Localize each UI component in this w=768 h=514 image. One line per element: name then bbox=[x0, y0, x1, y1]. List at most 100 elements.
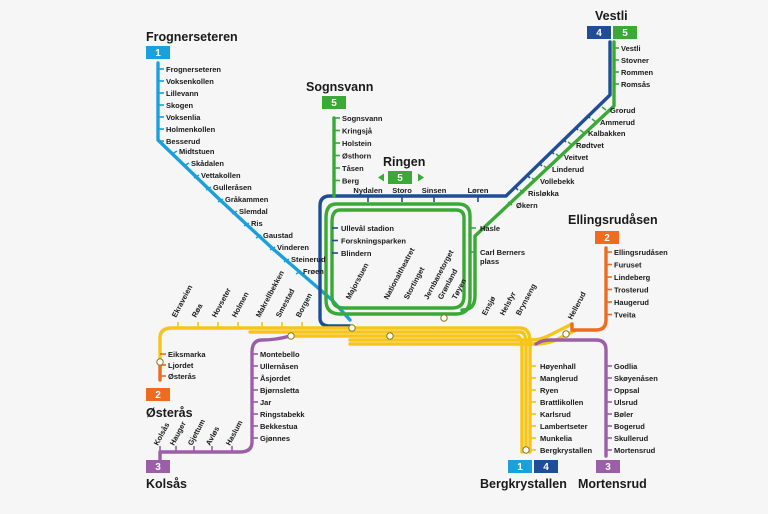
station-brattlikollen: Brattlikollen bbox=[540, 398, 584, 407]
station-steinerud: Steinerud bbox=[291, 255, 326, 264]
station-bergkrystallen: Bergkrystallen bbox=[540, 446, 593, 455]
station-bj-rnsletta: Bjørnsletta bbox=[260, 386, 300, 395]
tick-ammerud bbox=[591, 118, 597, 123]
station-ryen: Ryen bbox=[540, 386, 559, 395]
station-ska-dalen: Skådalen bbox=[191, 159, 224, 168]
station-rommen: Rommen bbox=[621, 68, 654, 77]
station-r-dtvet: Rødtvet bbox=[576, 141, 604, 150]
terminus-sognsvann: Sognsvann bbox=[306, 80, 373, 94]
station-labels: FrognerseterenVoksenkollenLillevannSkoge… bbox=[152, 44, 668, 455]
station-besserud: Besserud bbox=[166, 137, 201, 146]
ring-arrow-left-icon bbox=[378, 173, 384, 182]
station-kalbakken: Kalbakken bbox=[588, 129, 626, 138]
badge-3-mortensrud-text: 3 bbox=[605, 462, 611, 473]
badge-4-bergkrystallen-text: 4 bbox=[543, 462, 549, 473]
station-ta-sen: Tåsen bbox=[342, 164, 364, 173]
station-munkelia: Munkelia bbox=[540, 434, 573, 443]
tick-blue-diag-6 bbox=[514, 186, 519, 191]
terminus-vestli: Vestli bbox=[595, 9, 628, 23]
station-sognsvann: Sognsvann bbox=[342, 114, 383, 123]
station-haugerud: Haugerud bbox=[614, 298, 649, 307]
tick-veitvet bbox=[555, 153, 561, 158]
badge-4-bergkrystallen bbox=[534, 460, 558, 473]
station-borgen: Borgen bbox=[294, 291, 314, 319]
station-skullerud: Skullerud bbox=[614, 434, 649, 443]
station-hasle: Hasle bbox=[480, 224, 500, 233]
station-frognerseteren: Frognerseteren bbox=[166, 65, 221, 74]
station-storo: Storo bbox=[392, 186, 412, 195]
station-trosterud: Trosterud bbox=[614, 286, 649, 295]
badge-5-ringen-text: 5 bbox=[397, 173, 403, 184]
station-voksenkollen: Voksenkollen bbox=[166, 77, 214, 86]
station-jar: Jar bbox=[260, 398, 271, 407]
station-risl-kka: Risløkka bbox=[528, 189, 560, 198]
station-skogen: Skogen bbox=[166, 101, 194, 110]
badge-3-kolsas-text: 3 bbox=[155, 462, 161, 473]
station-tveita: Tveita bbox=[614, 311, 637, 320]
tick-blue-diag-4 bbox=[538, 162, 543, 167]
station-montebello: Montebello bbox=[260, 350, 300, 359]
badge-5-sognsvann bbox=[322, 96, 346, 109]
station-ris: Ris bbox=[251, 219, 263, 228]
interchange-smestad bbox=[287, 332, 295, 340]
trunk-4 bbox=[348, 322, 574, 342]
badge-5-sognsvann-text: 5 bbox=[331, 98, 337, 109]
interchange-hellerud bbox=[562, 330, 570, 338]
station-vinderen: Vinderen bbox=[277, 243, 309, 252]
badge-4-vestli-text: 4 bbox=[596, 28, 602, 39]
tick-blue-diag-0 bbox=[586, 114, 591, 119]
station-blindern: Blindern bbox=[341, 249, 372, 258]
tick-gra-kammen bbox=[217, 198, 224, 203]
station-fr-en: Frøen bbox=[303, 267, 324, 276]
station--stera-s: Østerås bbox=[168, 372, 196, 381]
station-r-a: Røa bbox=[190, 301, 205, 318]
station-manglerud: Manglerud bbox=[540, 374, 578, 383]
station-avl-s: Avløs bbox=[204, 425, 221, 447]
station-oppsal: Oppsal bbox=[614, 386, 639, 395]
interchange-eiksmarka bbox=[156, 358, 164, 366]
badge-5-vestli-text: 5 bbox=[622, 28, 628, 39]
ring-outer bbox=[324, 202, 472, 316]
tick-blue-diag-2 bbox=[562, 138, 567, 143]
interchange-markers bbox=[156, 314, 570, 454]
interchange-bergkrystallen-end bbox=[522, 446, 530, 454]
terminus-kolsas: Kolsås bbox=[146, 477, 187, 491]
station-romsa-s: Romsås bbox=[621, 80, 650, 89]
station-karlsrud: Karlsrud bbox=[540, 410, 571, 419]
station-stovner: Stovner bbox=[621, 56, 649, 65]
tick-midtstuen bbox=[171, 150, 178, 155]
ring-arrow-right-icon bbox=[418, 173, 424, 182]
ring-inner bbox=[330, 208, 466, 310]
tick-fr-en bbox=[295, 270, 302, 275]
station-vettakollen: Vettakollen bbox=[201, 171, 241, 180]
terminus-frognerseteren: Frognerseteren bbox=[146, 30, 238, 44]
trunk-3 bbox=[288, 334, 524, 454]
badge-2-osteras bbox=[146, 388, 170, 401]
station-furuset: Furuset bbox=[614, 261, 642, 270]
badge-1-bergkrystallen bbox=[508, 460, 532, 473]
station-ammerud: Ammerud bbox=[600, 118, 635, 127]
station-hellerud: Hellerud bbox=[566, 290, 588, 321]
terminus-mortensrud: Mortensrud bbox=[578, 477, 647, 491]
tick-vollebekk bbox=[531, 177, 537, 182]
station-ellingsruda-sen: Ellingsrudåsen bbox=[614, 248, 668, 257]
interchange-majorstuen bbox=[348, 324, 356, 332]
station--sthorn: Østhorn bbox=[342, 152, 372, 161]
tick-ska-dalen bbox=[183, 162, 190, 167]
badge-3-mortensrud bbox=[596, 460, 620, 473]
tick-linderud bbox=[543, 165, 549, 170]
station-plass: plass bbox=[480, 257, 499, 266]
tick-kalbakken bbox=[579, 129, 585, 134]
station-mortensrud: Mortensrud bbox=[614, 446, 656, 455]
station-holmen: Holmen bbox=[230, 290, 251, 319]
terminus-bergkrystallen: Bergkrystallen bbox=[480, 477, 567, 491]
station-haslum: Haslum bbox=[224, 419, 245, 447]
station-gj-nnes: Gjønnes bbox=[260, 434, 290, 443]
station-gullera-sen: Gulleråsen bbox=[213, 183, 252, 192]
station-sinsen: Sinsen bbox=[422, 186, 447, 195]
interchange-nationaltheatret bbox=[386, 332, 394, 340]
station-sk-yena-sen: Skøyenåsen bbox=[614, 374, 658, 383]
station-bogerud: Bogerud bbox=[614, 422, 645, 431]
badge-1-frognerseteren bbox=[146, 46, 170, 59]
station-grorud: Grorud bbox=[610, 106, 636, 115]
